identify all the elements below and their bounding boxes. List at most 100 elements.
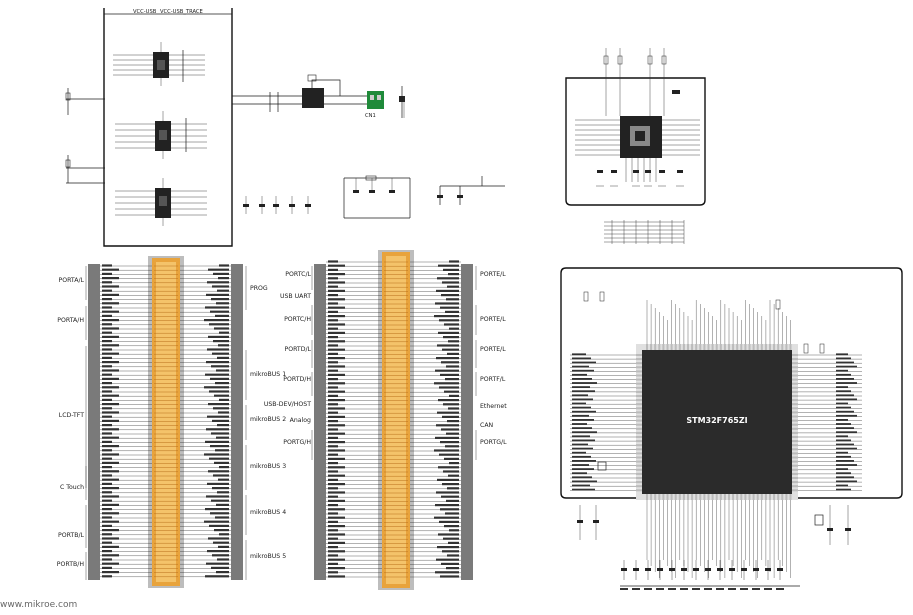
- pin-label-mark: [102, 449, 112, 452]
- pin-label-mark: [219, 264, 229, 267]
- pin-label-mark: [213, 541, 229, 544]
- mcu-pin: [792, 464, 798, 467]
- pin-label-mark: [328, 382, 345, 385]
- pin-label-mark: [435, 302, 459, 305]
- pin-label-mark: [572, 431, 597, 434]
- mcu-pin: [792, 362, 798, 365]
- mcu-pin: [789, 494, 792, 500]
- pin-label-mark: [212, 487, 229, 490]
- pin-label-mark: [572, 398, 593, 401]
- pin-label-mark: [328, 512, 338, 515]
- pin-label-mark: [444, 457, 459, 460]
- pin-label-mark: [102, 344, 119, 347]
- pin-label-mark: [440, 575, 459, 578]
- pin-label-mark: [440, 306, 459, 309]
- pin-label-mark: [102, 478, 119, 481]
- pin-label-mark: [212, 419, 229, 422]
- pin-label-mark: [443, 268, 459, 271]
- mcu-pin: [711, 344, 714, 350]
- pin-label-mark: [572, 447, 593, 450]
- pin-label-mark: [572, 382, 597, 384]
- pin-label-mark: [836, 390, 851, 393]
- resistor: [647, 55, 653, 65]
- pin-label-mark: [836, 455, 851, 458]
- jumper-table: [604, 220, 685, 244]
- pin-label-mark: [328, 554, 338, 557]
- pin-label-mark: [438, 264, 459, 267]
- pin-label-mark: [102, 302, 119, 305]
- pin-label-mark: [209, 390, 229, 393]
- pin-label-mark: [328, 340, 345, 343]
- pin-label-mark: [444, 323, 459, 326]
- pin-label-mark: [102, 407, 112, 410]
- mcu-pin: [711, 494, 714, 500]
- pin-label-mark: [210, 445, 229, 448]
- pin-label-mark: [436, 289, 459, 292]
- pin-label-mark: [328, 537, 338, 540]
- group-label: PORTD/H: [283, 376, 311, 383]
- pin-label-mark: [215, 449, 229, 452]
- pin-label-mark: [102, 541, 112, 544]
- pin-label-mark: [836, 394, 854, 397]
- pin-label-mark: [434, 315, 459, 318]
- pin-label-mark: [216, 436, 229, 439]
- mcu-pin: [636, 366, 642, 369]
- pin-label-mark: [328, 499, 345, 502]
- pin-label-mark: [836, 410, 854, 413]
- capacitor: [777, 568, 783, 571]
- pin-label-mark: [218, 545, 229, 548]
- mcu-pin: [636, 362, 642, 365]
- pin-label-mark: [214, 529, 229, 532]
- pin-label-mark: [328, 428, 338, 431]
- pin-label-mark: [449, 260, 459, 263]
- mcu-label: STM32F765ZI: [686, 416, 747, 425]
- pin-label-mark: [446, 499, 459, 502]
- pin-label-mark: [102, 348, 112, 351]
- mcu-pin: [636, 431, 642, 434]
- pin-label-mark: [328, 449, 345, 452]
- pin-label-mark: [102, 293, 119, 296]
- pin-label-mark: [444, 525, 459, 528]
- pin-label-mark: [572, 414, 589, 417]
- pin-label-mark: [446, 432, 459, 435]
- mcu-pin: [752, 494, 755, 500]
- pin-label-mark: [208, 403, 229, 406]
- pin-label-mark: [836, 476, 854, 479]
- mcu-pin: [658, 344, 661, 350]
- mcu-pin: [792, 436, 798, 438]
- pin-label-mark: [572, 455, 591, 458]
- group-label: mikroBUS 5: [250, 553, 286, 560]
- mcu-pin: [636, 399, 642, 402]
- mcu-pin: [792, 395, 798, 397]
- group-label: PROG: [250, 285, 268, 292]
- pin-label-mark: [328, 411, 338, 414]
- pin-label-mark: [836, 480, 857, 483]
- cap-label-mark: [740, 588, 748, 590]
- filter-wire: [343, 177, 411, 219]
- pin-label-mark: [437, 277, 459, 280]
- group-label: mikroBUS 3: [250, 463, 286, 470]
- pin-label-mark: [205, 440, 229, 443]
- pin-label-mark: [328, 294, 338, 297]
- pin-label-mark: [102, 277, 119, 280]
- pin-label-mark: [836, 468, 848, 470]
- pin-label-mark: [328, 394, 338, 397]
- mcu-pin: [792, 382, 798, 385]
- pin-label-mark: [102, 470, 119, 473]
- pin-label-mark: [444, 390, 459, 393]
- pin-label-mark: [214, 394, 229, 397]
- pin-label-mark: [204, 319, 229, 322]
- pin-label-mark: [102, 369, 119, 372]
- mcu-pin: [792, 472, 798, 475]
- capacitor: [437, 195, 443, 198]
- pin-label-mark: [328, 495, 338, 498]
- pin-label-mark: [448, 474, 459, 477]
- pin-label-mark: [102, 466, 112, 469]
- mcu-pin: [636, 444, 642, 447]
- pin-label-mark: [102, 550, 112, 553]
- mcu-pin: [662, 344, 665, 350]
- pin-label-mark: [434, 516, 459, 519]
- pin-label-mark: [443, 403, 459, 406]
- inductor: [365, 175, 377, 181]
